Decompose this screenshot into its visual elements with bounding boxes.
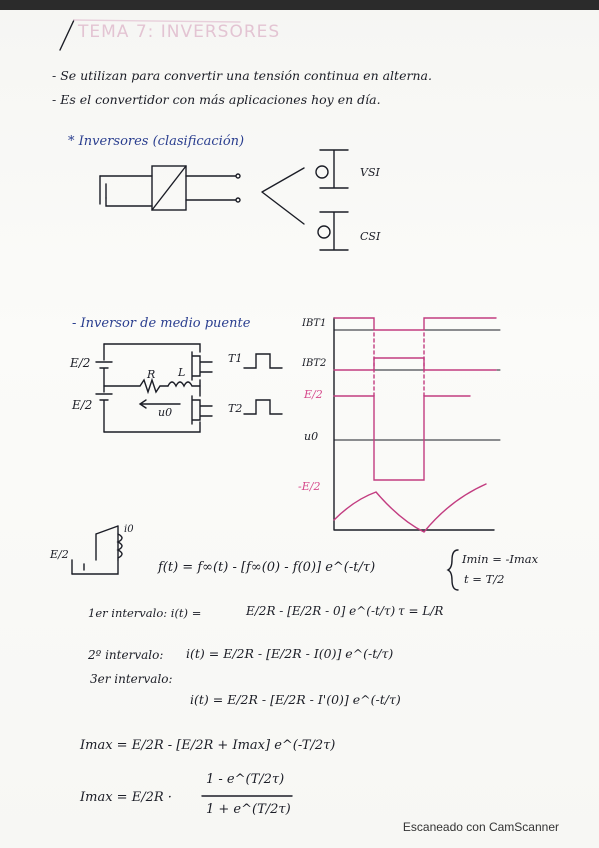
hb-top-rail	[103, 343, 201, 353]
csi-symbol-rails	[319, 211, 349, 251]
hb-resistor	[103, 377, 169, 395]
eq-imax-1: Imax = E/2R - [E/2R + Imax] e^(-T/2τ)	[80, 738, 336, 753]
converter-diagonal	[151, 165, 187, 211]
eq-brace-line-1: Imin = -Imax	[462, 552, 539, 566]
rl-i0-label: i0	[124, 524, 134, 535]
classification-heading: * Inversores (clasificación)	[68, 134, 245, 149]
hb-bottom-rail	[103, 421, 201, 433]
l-label: L	[178, 366, 186, 379]
half-bridge-heading: - Inversor de medio puente	[72, 316, 251, 331]
hb-dc-sources	[95, 343, 113, 433]
t1-label: T1	[228, 352, 243, 365]
classification-arrows	[261, 167, 305, 225]
wave-label-e2-pos: E/2	[304, 388, 323, 401]
t1-pulse	[243, 353, 283, 369]
intro-line-2: - Es el convertidor con más aplicaciones…	[52, 92, 381, 107]
eq-int2-prefix: 2º intervalo:	[88, 648, 164, 662]
rl-inductor	[116, 533, 123, 559]
hb-u0-arrow	[138, 399, 181, 409]
scanner-watermark: Escaneado con CamScanner	[402, 820, 559, 834]
eq-int1-body: E/2R - [E/2R - 0] e^(-t/τ)	[246, 604, 396, 618]
wave-u0	[333, 395, 471, 481]
eq-brace	[446, 549, 459, 591]
hb-switch-t1	[191, 351, 213, 381]
hb-switch-t2	[191, 395, 213, 425]
rl-return	[71, 559, 119, 575]
title-underline	[73, 19, 241, 23]
wave-label-u0: u0	[304, 430, 319, 443]
wave-ibt2	[333, 357, 497, 371]
e2-top-label: E/2	[70, 356, 91, 370]
eq-int2-body: i(t) = E/2R - [E/2R - I(0)] e^(-t/τ)	[186, 646, 394, 661]
page-title: TEMA 7: INVERSORES	[78, 22, 281, 42]
eq-imax-2-num: 1 - e^(T/2τ)	[206, 772, 285, 787]
terminal-2	[235, 197, 241, 203]
e2-bottom-label: E/2	[72, 398, 93, 412]
rl-e2-label: E/2	[50, 548, 69, 561]
hb-inductor	[167, 381, 201, 388]
converter-box	[151, 165, 187, 211]
vsi-label: VSI	[360, 166, 380, 179]
t2-pulse	[243, 399, 283, 415]
title-slash	[59, 19, 75, 51]
wave-current	[333, 483, 487, 533]
eq-brace-line-2: t = T/2	[464, 572, 505, 586]
dc-wires	[99, 175, 153, 207]
terminal-1	[235, 173, 241, 179]
rl-source	[71, 559, 85, 575]
ac-wires	[185, 175, 237, 201]
wave-guides	[373, 329, 425, 397]
r-label: R	[147, 368, 156, 381]
rl-switch	[95, 525, 119, 561]
wave-ibt1	[333, 317, 497, 331]
u0-label: u0	[158, 406, 173, 419]
eq-int3-body: i(t) = E/2R - [E/2R - I'(0)] e^(-t/τ)	[190, 692, 401, 707]
eq-general: f(t) = f∞(t) - [f∞(0) - f(0)] e^(-t/τ)	[158, 560, 376, 575]
eq-int1-prefix: 1er intervalo: i(t) =	[88, 606, 202, 620]
t2-label: T2	[228, 402, 243, 415]
wave-label-ibt2: IBT2	[302, 358, 327, 369]
eq-imax-2-den: 1 + e^(T/2τ)	[206, 802, 291, 817]
wave-label-e2-neg: -E/2	[298, 480, 321, 493]
wave-label-ibt1: IBT1	[302, 318, 327, 329]
eq-int3-prefix: 3er intervalo:	[90, 672, 173, 686]
scan-edge	[0, 0, 599, 10]
eq-tau: τ = L/R	[398, 604, 444, 618]
vsi-source-icon	[315, 165, 329, 179]
vsi-symbol-rails	[319, 149, 349, 189]
eq-imax-2-left: Imax = E/2R ·	[80, 790, 172, 805]
csi-label: CSI	[360, 230, 381, 243]
wave-axis	[333, 317, 495, 531]
csi-source-icon	[317, 225, 331, 239]
intro-line-1: - Se utilizan para convertir una tensión…	[52, 68, 432, 83]
